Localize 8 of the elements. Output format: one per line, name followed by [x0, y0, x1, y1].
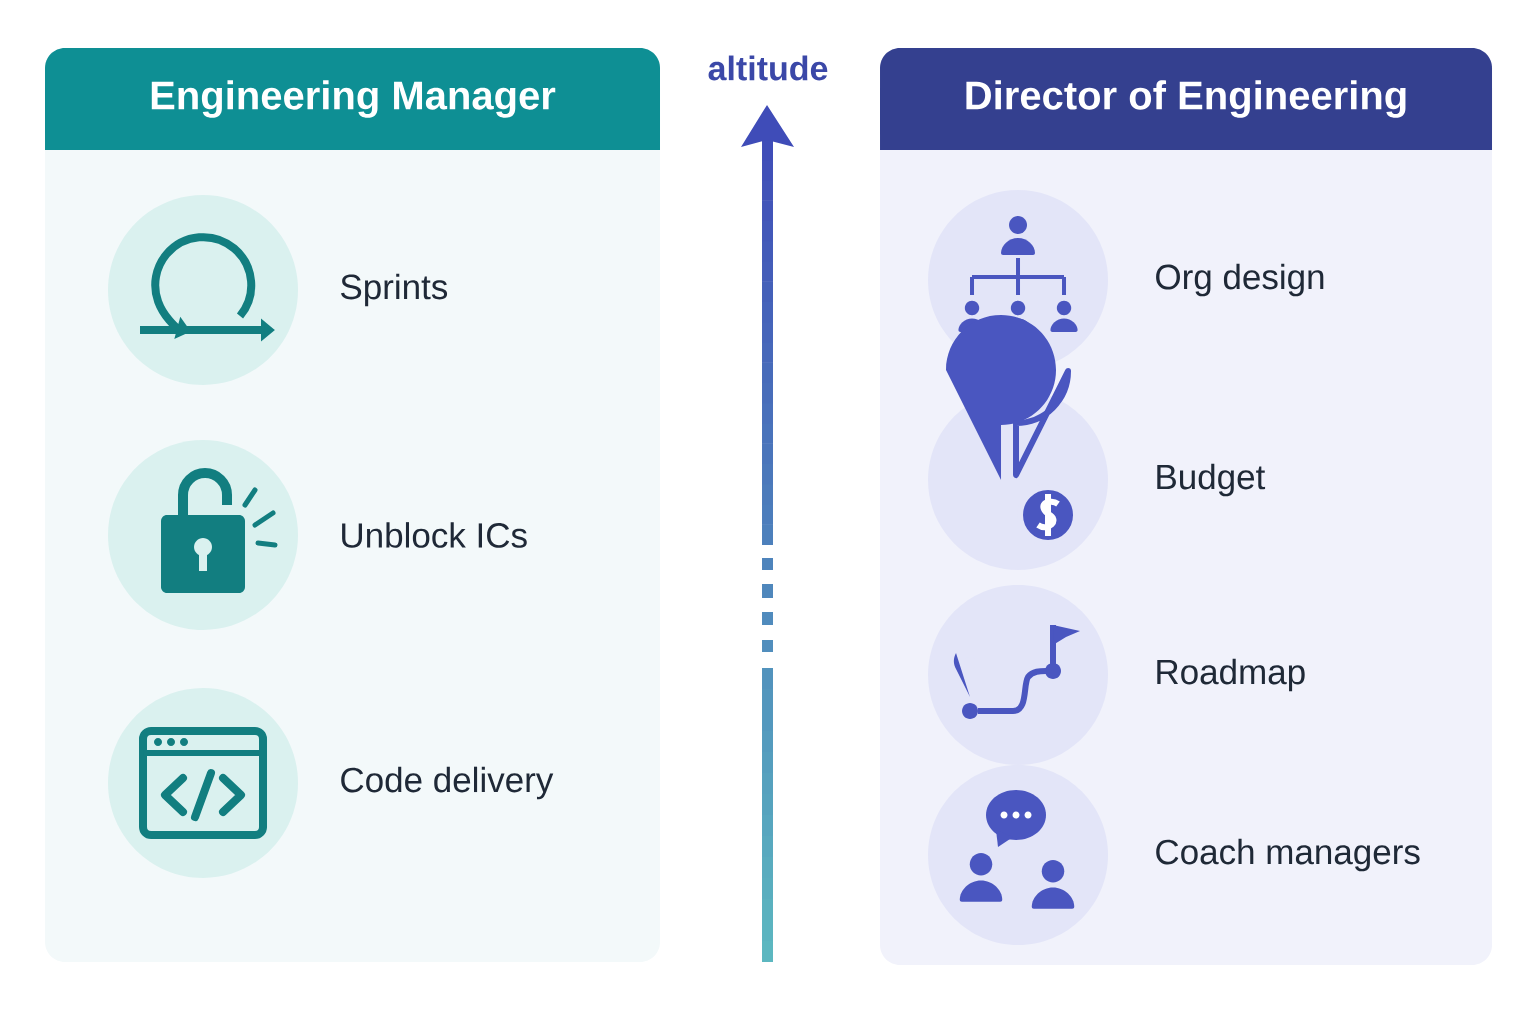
item-label: Budget: [1157, 463, 1266, 497]
item-label: Sprints: [341, 273, 448, 307]
item-label: Code delivery: [341, 766, 554, 800]
item-label: Coach managers: [1156, 838, 1420, 872]
item-label: Unblock ICs: [342, 522, 527, 548]
axis-label: altitude: [708, 55, 828, 81]
item-label: Roadmap: [1157, 658, 1305, 692]
item-label: Org design: [1156, 263, 1324, 297]
